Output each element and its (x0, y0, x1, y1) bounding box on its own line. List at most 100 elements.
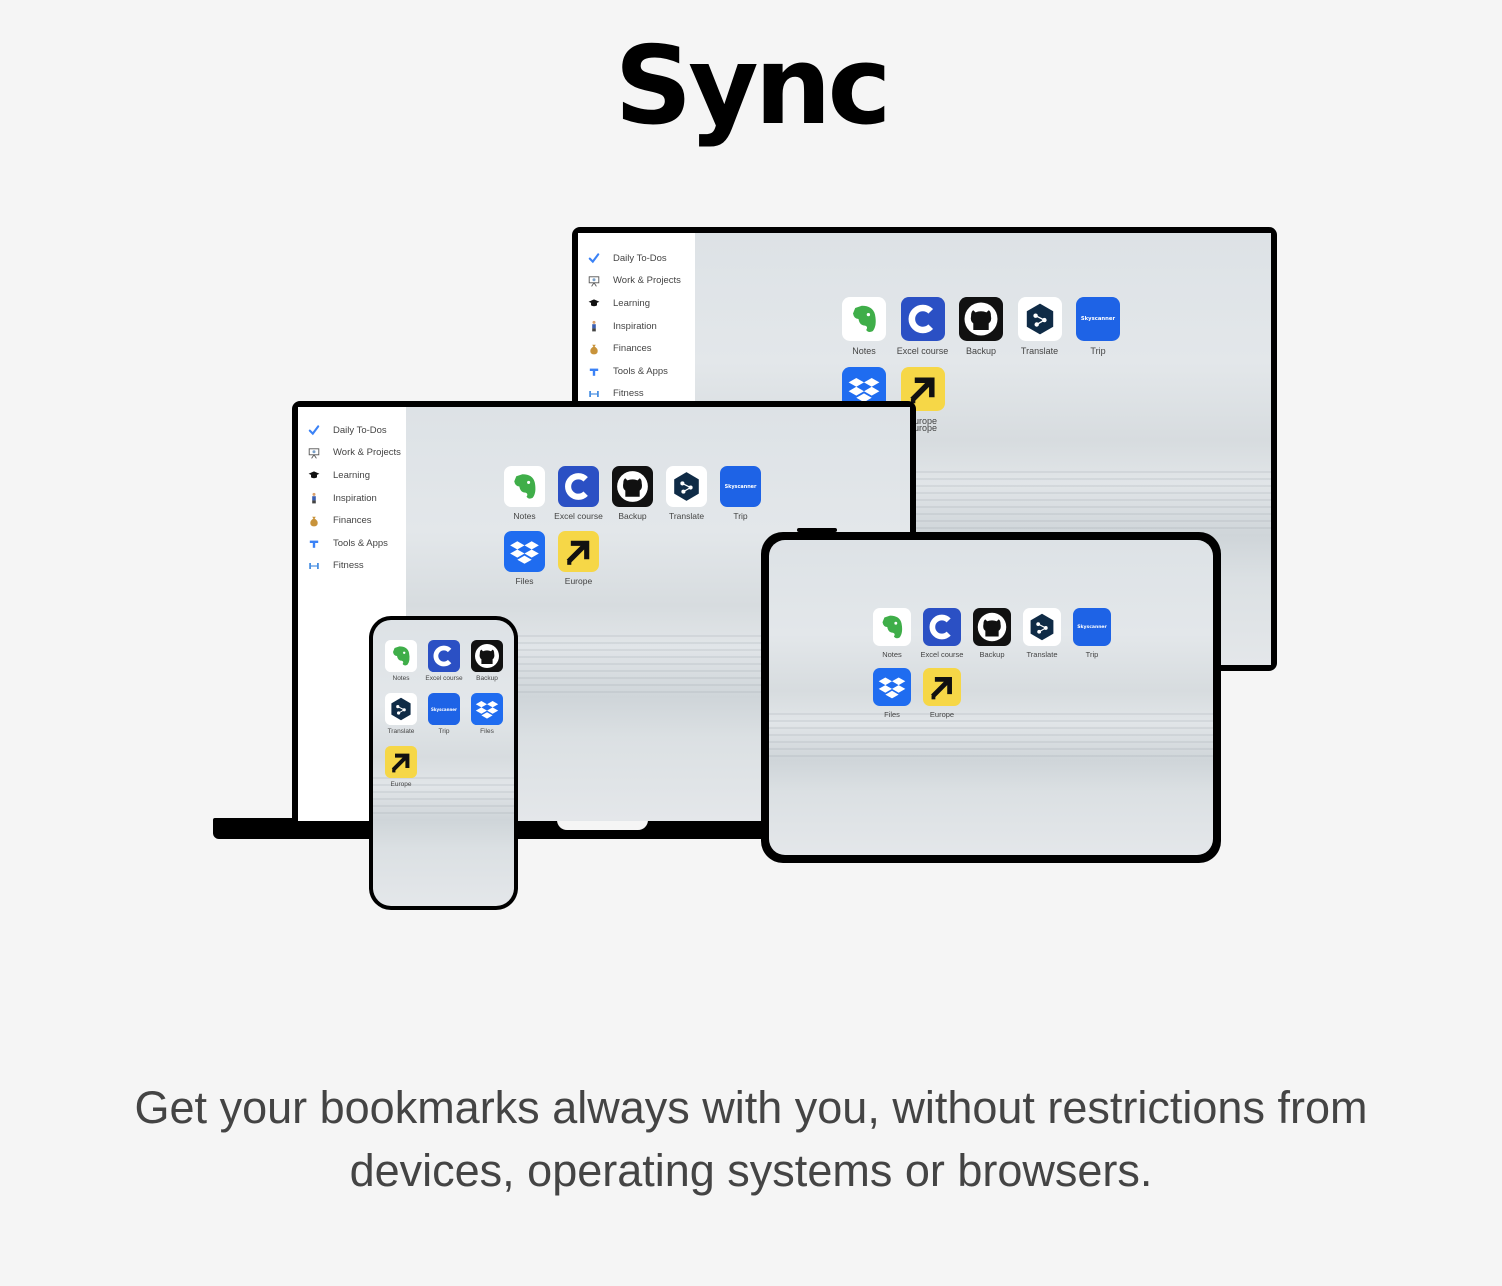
sidebar-item-inspiration[interactable]: Inspiration (298, 487, 406, 510)
app-label: Excel course (896, 346, 949, 356)
sidebar-item-label: Finances (613, 343, 652, 355)
app-label: Excel course (920, 650, 964, 659)
deepl-icon (1017, 297, 1062, 341)
skyscanner-logo-text: Skyscanner (1077, 624, 1107, 630)
app-label: Europe (907, 416, 938, 426)
app-backup[interactable]: Backup (967, 608, 1017, 659)
c-logo-icon (558, 466, 599, 507)
sidebar-item-label: Work & Projects (333, 447, 401, 459)
sidebar-item-work-projects[interactable]: Work & Projects (298, 442, 406, 465)
sidebar-item-work-projects[interactable]: Work & Projects (578, 270, 695, 293)
sidebar-item-finances[interactable]: Finances (298, 509, 406, 532)
evernote-elephant-icon (385, 640, 417, 672)
app-label: Translate (1026, 650, 1058, 659)
presentation-icon (588, 275, 600, 287)
sidebar-item-label: Inspiration (613, 320, 657, 332)
toolbox-icon (588, 365, 600, 377)
person-icon (308, 492, 320, 504)
app-label: Europe (390, 781, 412, 788)
app-label: Translate (1020, 346, 1059, 356)
app-notes[interactable]: Notes (835, 297, 894, 356)
sidebar-item-tools-apps[interactable]: Tools & Apps (578, 360, 695, 383)
graduation-cap-icon (308, 469, 320, 481)
sidebar-item-label: Tools & Apps (613, 365, 668, 377)
app-label: Europe (929, 710, 955, 719)
app-label: Translate (668, 511, 705, 521)
app-europe[interactable]: Europe (917, 668, 967, 719)
toolbox-icon (308, 537, 320, 549)
app-notes[interactable]: Notes (498, 466, 552, 521)
sidebar-item-learning[interactable]: Learning (298, 464, 406, 487)
check-icon (308, 424, 320, 436)
app-translate[interactable]: Translate (660, 466, 714, 521)
dumbbell-icon (308, 560, 320, 572)
app-backup[interactable]: Backup (466, 640, 509, 682)
app-files[interactable]: Files (466, 693, 509, 735)
sidebar-item-label: Fitness (333, 560, 364, 572)
sidebar-item-label: Learning (613, 297, 650, 309)
skyscanner-icon: Skyscanner (720, 466, 761, 507)
app-label: Files (515, 576, 534, 586)
app-label: Files (884, 710, 900, 719)
graduation-cap-icon (588, 297, 600, 309)
tagline: Get your bookmarks always with you, with… (134, 1082, 1368, 1196)
skyscanner-logo-text: Skyscanner (431, 706, 457, 712)
app-translate[interactable]: Translate (1010, 297, 1069, 356)
page-title: Sync (614, 24, 891, 149)
sidebar-item-label: Finances (333, 515, 372, 527)
app-notes[interactable]: Notes (380, 640, 423, 682)
app-files[interactable]: Files (498, 531, 552, 586)
c-logo-icon (923, 608, 961, 646)
app-europe[interactable]: Europe (893, 367, 952, 426)
sidebar-item-label: Fitness (613, 388, 644, 400)
sidebar-item-label: Learning (333, 469, 370, 481)
app-translate[interactable]: Translate (380, 693, 423, 735)
github-octocat-icon (612, 466, 653, 507)
check-icon (588, 252, 600, 264)
evernote-elephant-icon (873, 608, 911, 646)
deepl-icon (1023, 608, 1061, 646)
app-notes[interactable]: Notes (867, 608, 917, 659)
dropbox-icon (471, 693, 503, 725)
app-excel-course[interactable]: Excel course (893, 297, 952, 356)
money-bag-icon (308, 515, 320, 527)
app-backup[interactable]: Backup (952, 297, 1011, 356)
app-translate[interactable]: Translate (1017, 608, 1067, 659)
app-europe[interactable]: Europe (380, 746, 423, 788)
sidebar-item-fitness[interactable]: Fitness (298, 555, 406, 578)
app-label: Backup (965, 346, 997, 356)
app-label: Excel course (425, 675, 463, 682)
app-excel-course[interactable]: Excel course (423, 640, 466, 682)
app-backup[interactable]: Backup (606, 466, 660, 521)
sidebar-item-inspiration[interactable]: Inspiration (578, 315, 695, 338)
app-label: Trip (733, 511, 748, 521)
sidebar-item-daily-to-dos[interactable]: Daily To-Dos (298, 419, 406, 442)
app-excel-course[interactable]: Excel course (917, 608, 967, 659)
money-bag-icon (588, 343, 600, 355)
arrow-up-right-icon (923, 668, 961, 706)
app-europe[interactable]: Europe (552, 531, 606, 586)
presentation-icon (308, 447, 320, 459)
app-label: Notes (392, 675, 410, 682)
app-files[interactable]: Files (867, 668, 917, 719)
sidebar-item-tools-apps[interactable]: Tools & Apps (298, 532, 406, 555)
github-octocat-icon (973, 608, 1011, 646)
app-excel-course[interactable]: Excel course (552, 466, 606, 521)
sidebar-item-label: Daily To-Dos (613, 252, 667, 264)
sidebar-item-fitness[interactable]: Fitness (578, 383, 695, 406)
app-label: Trip (1090, 346, 1106, 356)
sidebar-item-daily-to-dos[interactable]: Daily To-Dos (578, 247, 695, 270)
deepl-icon (385, 693, 417, 725)
arrow-up-right-icon (385, 746, 417, 778)
app-label: Trip (1085, 650, 1099, 659)
sidebar-item-learning[interactable]: Learning (578, 292, 695, 315)
github-octocat-icon (471, 640, 503, 672)
app-label: Excel course (554, 511, 603, 521)
sidebar-item-finances[interactable]: Finances (578, 337, 695, 360)
